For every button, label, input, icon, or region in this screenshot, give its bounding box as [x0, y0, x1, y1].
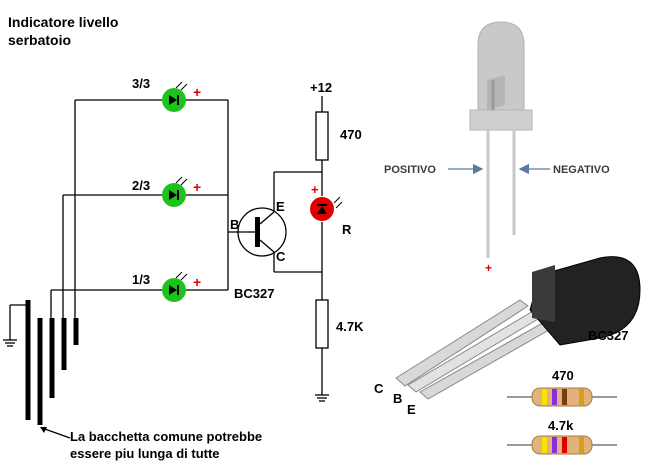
led-positive-label: POSITIVO — [384, 164, 436, 176]
resistor-part-470 — [507, 387, 617, 407]
resistor-band — [542, 437, 547, 453]
level-label-2: 2/3 — [132, 178, 150, 193]
resistor-bottom-label: 4.7K — [336, 319, 364, 334]
pnp-transistor-icon — [237, 172, 287, 272]
level-label-3: 3/3 — [132, 76, 150, 91]
supply-label: +12 — [310, 80, 332, 95]
supply-wires — [274, 96, 323, 395]
resistor-band — [552, 389, 557, 405]
arrow-icon — [40, 427, 71, 439]
resistor-band — [542, 389, 547, 405]
resistor-band — [552, 437, 557, 453]
red-led-icon — [310, 196, 343, 221]
transistor-collector-label: C — [276, 249, 286, 264]
resistor-band — [579, 389, 584, 405]
package-pin-c: C — [374, 381, 384, 396]
resistor-band — [579, 437, 584, 453]
led-plus-mark-2: + — [193, 179, 201, 195]
probe-rods — [25, 300, 79, 425]
ground-icon — [3, 304, 28, 347]
led-plus-mark-3: + — [193, 84, 201, 100]
green-led-icon — [162, 81, 188, 112]
resistor-part-470-label: 470 — [552, 368, 574, 383]
transistor-model-label: BC327 — [234, 286, 274, 301]
green-led-icon — [162, 271, 188, 302]
resistor-icon — [315, 111, 329, 161]
package-model-label: BC327 — [588, 328, 628, 343]
package-pin-e: E — [407, 402, 416, 417]
led-positive-plus: + — [485, 261, 492, 275]
resistor-icon — [315, 299, 329, 349]
resistor-top-label: 470 — [340, 127, 362, 142]
red-led-label: R — [342, 222, 352, 237]
note-line-2: essere piu lunga di tutte — [70, 446, 220, 461]
resistor-part-4k7-label: 4.7k — [548, 418, 574, 433]
title-line-1: Indicatore livello — [8, 14, 118, 30]
red-led-plus-mark: + — [311, 182, 319, 197]
led-plus-mark-1: + — [193, 274, 201, 290]
led-component-icon — [469, 21, 533, 258]
resistor-part-4k7 — [507, 435, 617, 455]
resistor-band — [562, 389, 567, 405]
led-negative-label: NEGATIVO — [553, 164, 610, 176]
transistor-emitter-label: E — [276, 199, 285, 214]
title-line-2: serbatoio — [8, 32, 71, 48]
ground-icon — [315, 394, 329, 402]
to92-transistor-icon — [395, 256, 641, 400]
resistor-band — [562, 437, 567, 453]
green-led-icon — [162, 176, 188, 207]
transistor-base-label: B — [230, 217, 239, 232]
note-line-1: La bacchetta comune potrebbe — [70, 429, 262, 444]
probe-wires — [50, 99, 248, 318]
level-label-1: 1/3 — [132, 272, 150, 287]
package-pin-b: B — [393, 391, 402, 406]
